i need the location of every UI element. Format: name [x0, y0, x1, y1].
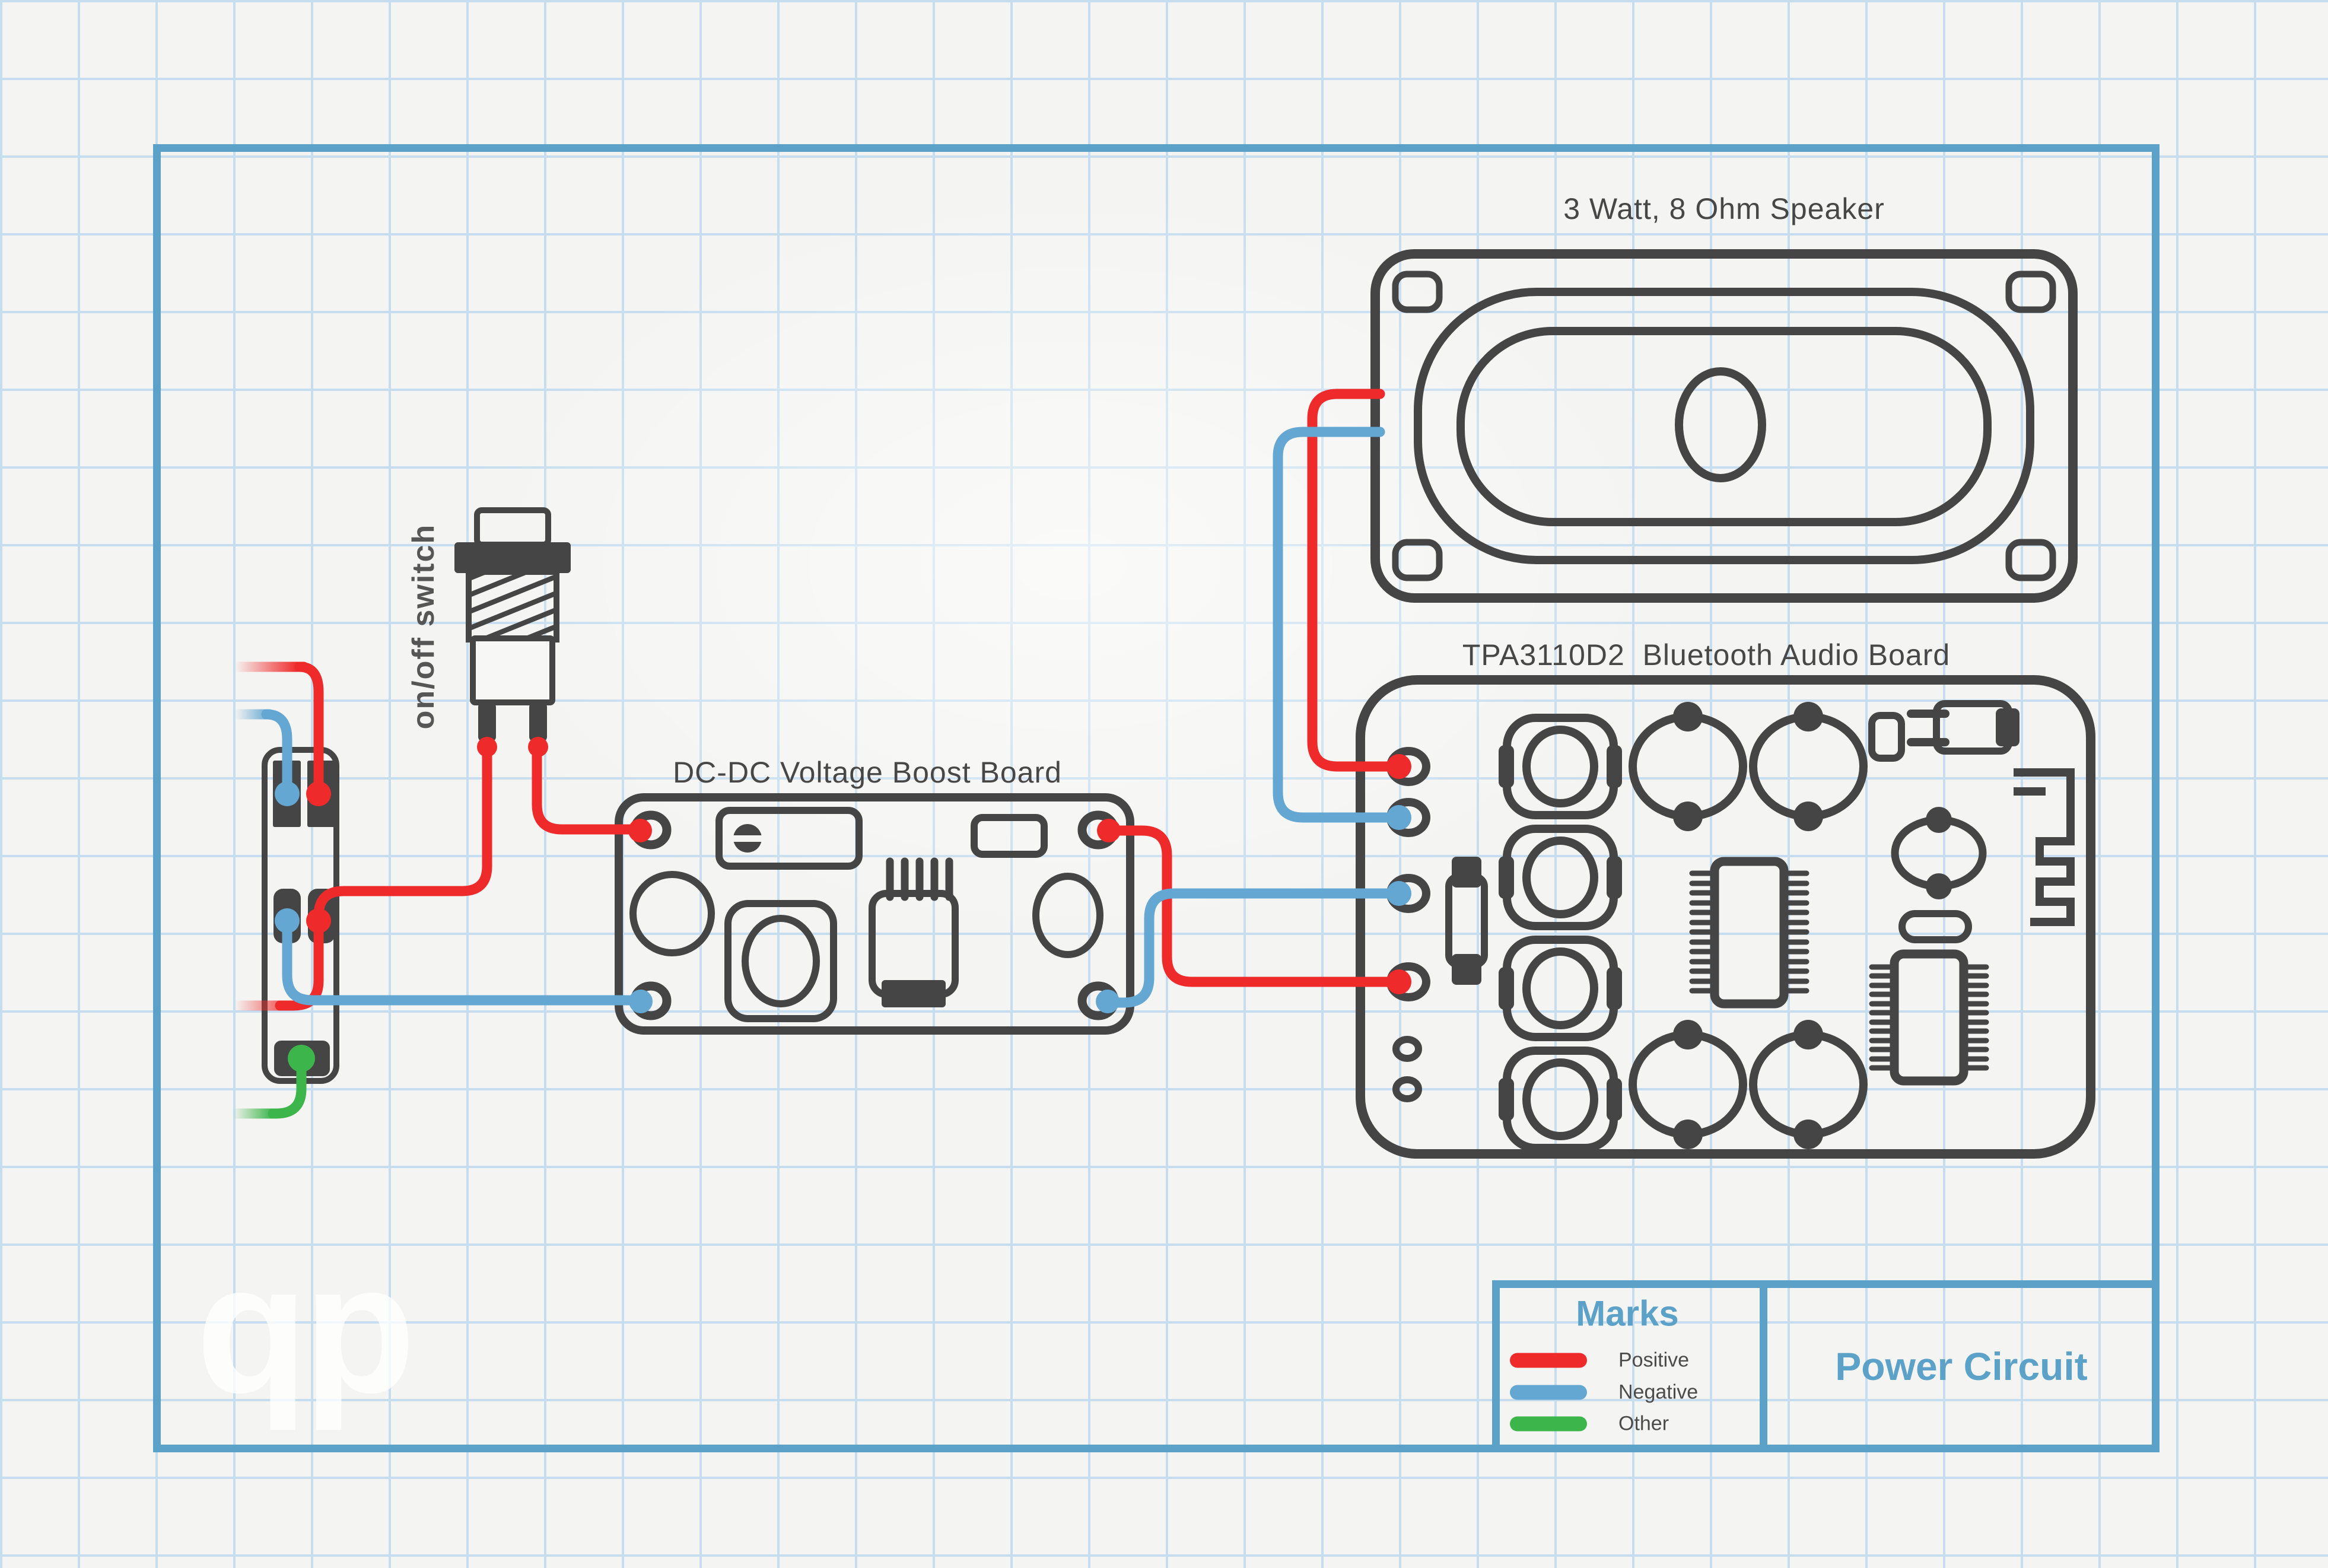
switch-thread: [466, 569, 559, 643]
boost-board: [615, 793, 1134, 1035]
dot-other: [288, 1045, 315, 1072]
electrolytic-capacitor: [1629, 702, 1747, 831]
dot-negative: [275, 908, 300, 933]
dot-positive: [1097, 819, 1121, 842]
bt-main-ic: [1689, 857, 1809, 1009]
legend-swatch-negative: [1510, 1385, 1587, 1400]
wire-switch-to-boost: [532, 743, 645, 835]
bluetooth-board-title: TPA3110D2 Bluetooth Audio Board: [1462, 638, 1951, 672]
bt-buttons: [1499, 714, 1622, 1152]
tactile-button: [1499, 714, 1622, 819]
dot-positive: [1386, 969, 1411, 994]
speaker-surround: [1414, 288, 2034, 564]
speaker-mount-hole: [2005, 539, 2056, 581]
wire-boost-to-bt-positive: [1105, 825, 1401, 987]
tactile-button: [1499, 825, 1622, 930]
wire-power-positive: [294, 661, 324, 798]
dot-negative: [1386, 805, 1411, 830]
speaker-cone: [1456, 327, 1992, 526]
dot-negative: [1386, 881, 1411, 906]
tactile-button: [1499, 936, 1622, 1041]
solder-dots: [275, 737, 1411, 1072]
switch-terminal: [478, 702, 496, 742]
wire-power-negative: [261, 709, 292, 798]
legend-label-negative: Negative: [1618, 1381, 1699, 1404]
legend-label-other: Other: [1618, 1412, 1669, 1435]
dot-negative: [629, 990, 653, 1013]
dot-negative: [275, 781, 300, 806]
dot-positive: [1386, 754, 1411, 779]
electrolytic-capacitor: [1891, 807, 1987, 899]
switch-plunger: [474, 507, 551, 548]
dot-positive: [306, 908, 331, 933]
legend-box: [1492, 1280, 2160, 1452]
dot-positive: [528, 737, 548, 757]
speaker-title: 3 Watt, 8 Ohm Speaker: [1563, 192, 1885, 225]
speaker-mount-hole: [1392, 271, 1443, 313]
bt-terminal-pads: [1386, 747, 1430, 1102]
electrolytic-capacitor: [1749, 1020, 1868, 1149]
legend-swatch-positive: [1510, 1353, 1587, 1368]
bt-antenna: [2014, 768, 2075, 926]
bluetooth-board: [1356, 675, 2095, 1159]
boost-capacitor: [629, 871, 715, 956]
switch-body: [470, 635, 555, 705]
electrolytic-capacitor: [1749, 702, 1868, 831]
power-switch: [454, 507, 571, 742]
switch-title: on/off switch: [406, 523, 441, 730]
wire-boost-to-bt-negative: [1104, 888, 1401, 1008]
bt-capacitor: [1445, 857, 1488, 985]
speaker-frame: [1370, 249, 2078, 603]
wire-strip-to-boost: [282, 920, 645, 1006]
wire-speaker-positive: [1307, 389, 1401, 772]
wire-speaker-negative: [1273, 427, 1401, 823]
trimmer-potentiometer: [715, 807, 863, 870]
legend-title: Marks: [1576, 1293, 1679, 1334]
switch-terminal: [529, 702, 547, 742]
dot-positive: [306, 781, 331, 806]
speaker-mount-hole: [1392, 539, 1443, 581]
boost-inductor: [724, 900, 837, 1022]
boost-board-title: DC-DC Voltage Boost Board: [673, 756, 1062, 789]
dot-positive: [628, 819, 652, 842]
boost-regulator-ic: [869, 857, 959, 1007]
boost-capacitor: [1032, 873, 1103, 958]
project-title: Power Circuit: [1835, 1344, 2088, 1388]
wires: [227, 389, 1401, 1119]
speaker-dust-cap: [1675, 367, 1766, 482]
bt-pill-component: [1898, 910, 1972, 943]
legend-divider: [1760, 1280, 1767, 1452]
bluetooth-board-outline: [1356, 675, 2095, 1159]
speaker-mount-hole: [2005, 271, 2056, 313]
usb-connector: [1907, 700, 2019, 755]
dot-negative: [1096, 990, 1120, 1013]
switch-cap: [454, 542, 571, 573]
bt-secondary-ic: [1869, 949, 1989, 1086]
legend-label-positive: Positive: [1618, 1348, 1690, 1372]
legend-swatch-other: [1510, 1416, 1587, 1432]
dot-positive: [477, 737, 497, 757]
tactile-button: [1499, 1047, 1622, 1152]
electrolytic-capacitor: [1629, 1020, 1747, 1149]
speaker: [1370, 249, 2078, 603]
bt-led: [1868, 712, 1905, 762]
boost-small-component: [971, 814, 1048, 858]
solder-ring: [1392, 1036, 1422, 1062]
boost-board-outline: [615, 793, 1134, 1035]
solder-ring: [1392, 1076, 1422, 1102]
watermark-logo: qp: [196, 1225, 416, 1431]
